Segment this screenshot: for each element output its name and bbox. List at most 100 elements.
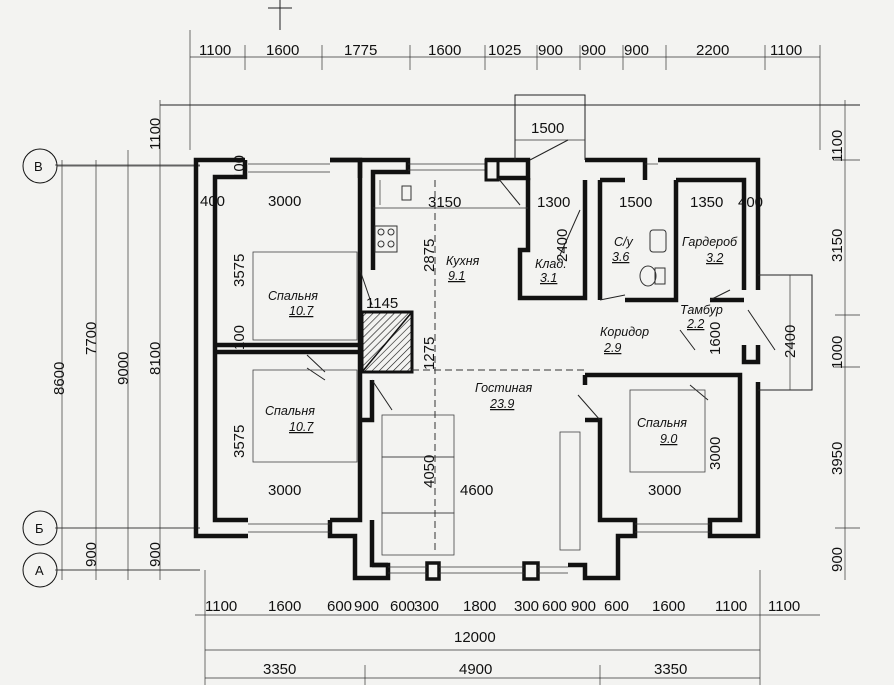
bottom-dim-row3-2: 4900 [459,661,492,678]
dim-storage-2400: 2400 [554,229,571,262]
top-dim-10: 1100 [770,42,802,59]
dim-bedroom1-width: 3000 [268,193,301,210]
bottom-dim-6: 300 [414,598,439,615]
room-storage-name: Клад. [535,257,567,271]
bottom-dim-5: 600 [390,598,415,615]
bottom-dim-4: 900 [354,598,379,615]
room-vestibule-name: Тамбур [680,303,723,317]
room-wardrobe-area: 3.2 [706,251,723,265]
left-dimension-chain [55,100,200,580]
top-dim-1: 1100 [199,42,231,59]
dim-living-4050: 4050 [421,455,438,488]
porch-dim-1500: 1500 [531,120,564,137]
bottom-dim-2: 1600 [268,598,301,615]
dim-bedroom2-height: 3575 [231,425,248,458]
right-dim-3150: 3150 [829,229,846,262]
dim-storage-1300: 1300 [537,194,570,211]
furniture [252,251,706,556]
doors [306,209,731,421]
dim-100-mid: 100 [231,325,248,350]
bottom-dim-row3-3: 3350 [654,661,687,678]
axis-label-a: А [35,563,44,578]
window-lines [248,163,710,574]
bottom-dim-row3-1: 3350 [263,661,296,678]
bottom-dim-14: 1100 [768,598,800,615]
bottom-dim-3: 600 [327,598,352,615]
dim-1275: 1275 [421,337,438,370]
dim-vestibule-1600: 1600 [707,322,724,355]
right-dim-3950: 3950 [829,442,846,475]
dim-living-4600: 4600 [460,482,493,499]
bottom-dim-1: 1100 [205,598,237,615]
dim-400-right: 400 [738,194,763,211]
top-dim-9: 2200 [696,42,729,59]
dim-bedroom3-width: 3000 [648,482,681,499]
top-dim-5: 1025 [488,42,521,59]
top-dim-7: 900 [581,42,606,59]
bottom-dim-13: 1100 [715,598,747,615]
dim-kitchen-2875: 2875 [421,239,438,272]
dim-entrance-2400: 2400 [782,325,799,358]
left-dim-900-a: 900 [83,542,100,567]
bottom-dim-11: 600 [604,598,629,615]
dim-bedroom3-height: 3000 [707,437,724,470]
room-corridor-name: Коридор [600,325,649,339]
kitchen-fixtures [374,185,412,253]
room-kitchen-name: Кухня [446,254,480,268]
top-dimension-chain [160,0,860,150]
room-living-area: 23.9 [489,397,514,411]
top-dim-8: 900 [624,42,649,59]
left-dim-8100: 8100 [147,342,164,375]
axis-label-b: Б [35,521,44,536]
left-dim-9000: 9000 [115,352,132,385]
porch [484,94,586,206]
bottom-dim-12: 1600 [652,598,685,615]
axis-label-v: В [34,159,43,174]
left-dim-1100: 1100 [147,118,164,150]
room-bath-name: С/у [614,235,634,249]
right-dimension-chain [835,100,860,580]
top-dim-3: 1775 [344,42,377,59]
dim-wardrobe-1350: 1350 [690,194,723,211]
room-corridor-area: 2.9 [603,341,621,355]
room-bedroom1-area: 10.7 [289,304,314,318]
bottom-dim-9: 600 [542,598,567,615]
axis-marker-a [22,552,200,588]
dim-kitchen-3150: 3150 [428,194,461,211]
room-bedroom3-area: 9.0 [660,432,677,446]
side-entrance [747,274,813,391]
right-dim-900: 900 [829,547,846,572]
stove-hatched-block [360,310,414,374]
bottom-dimension-chains [195,570,820,685]
top-dim-6: 900 [538,42,563,59]
exterior-walls [193,157,761,581]
dim-bedroom2-width: 3000 [268,482,301,499]
right-dim-1100: 1100 [829,130,846,162]
room-wardrobe-name: Гардероб [682,235,738,249]
room-storage-area: 3.1 [540,271,557,285]
room-kitchen-area: 9.1 [448,269,465,283]
bottom-dim-8: 300 [514,598,539,615]
bath-fixtures [639,229,667,287]
dim-400-left: 400 [200,193,225,210]
room-bedroom2-area: 10.7 [289,420,314,434]
top-dim-2: 1600 [266,42,299,59]
bottom-total-dim: 12000 [454,629,496,646]
dim-bath-1500: 1500 [619,194,652,211]
left-dim-7700: 7700 [83,322,100,355]
left-dim-8600: 8600 [51,362,68,395]
dim-bedroom1-height: 3575 [231,254,248,287]
dim-100-top: 100 [231,155,248,180]
axis-marker-b [22,510,200,546]
dim-stove-1145: 1145 [366,295,398,312]
right-dim-1000: 1000 [829,336,846,369]
axis-marker-v [22,148,200,184]
living-zone-boundary [412,180,585,550]
bottom-dim-7: 1800 [463,598,496,615]
room-bedroom1-name: Спальня [268,289,318,303]
left-dim-900-b: 900 [147,542,164,567]
room-bath-area: 3.6 [612,250,629,264]
room-bedroom3-name: Спальня [637,416,687,430]
room-vestibule-area: 2.2 [686,317,704,331]
